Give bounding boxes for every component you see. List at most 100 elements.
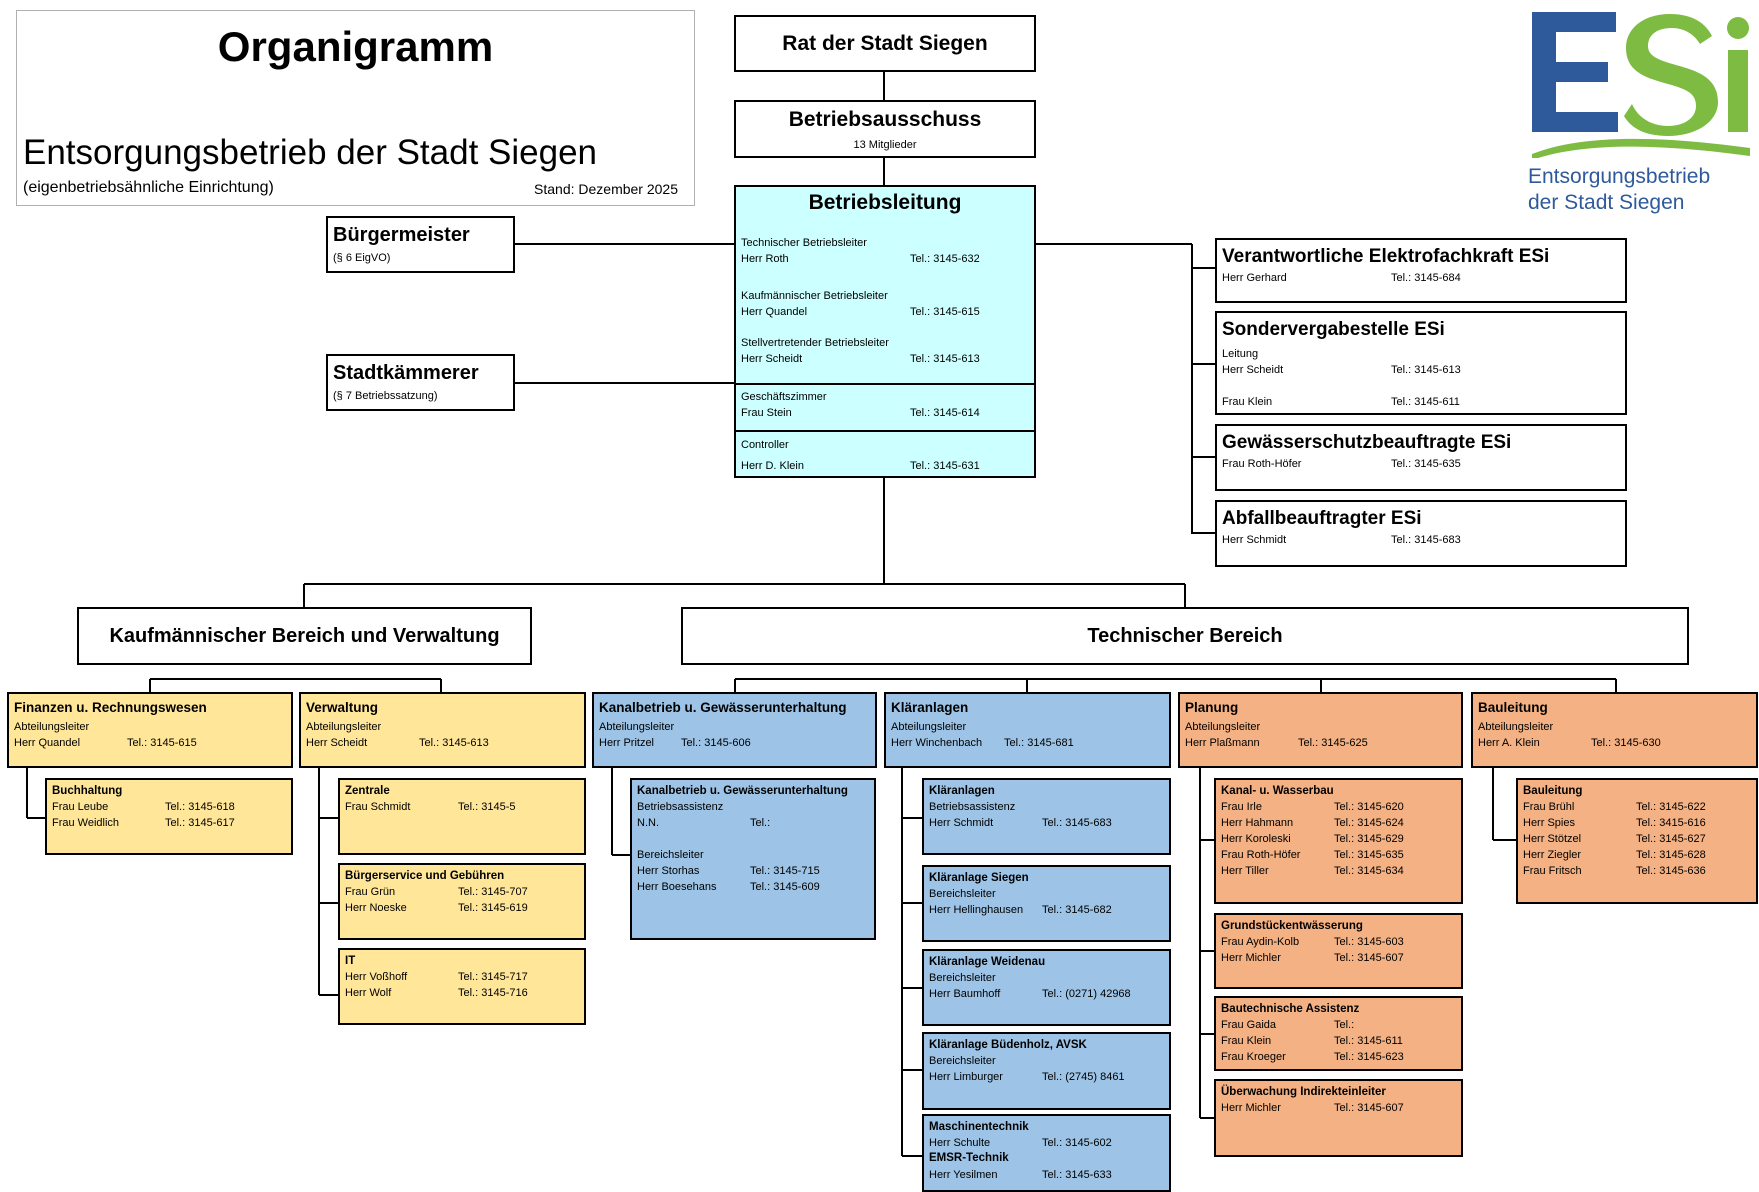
sub-unit-row-tel: Tel.: 3145-682 — [1042, 904, 1112, 916]
geschaeft-tel: Tel.: 3145-614 — [910, 407, 980, 419]
sub-unit-row-name: Bereichsleiter — [637, 849, 704, 861]
bereich-kaufmaennisch-title: Kaufmännischer Bereich und Verwaltung — [109, 624, 500, 647]
rat-title: Rat der Stadt Siegen — [782, 31, 988, 55]
department-head-name: Herr Quandel — [14, 737, 81, 749]
leitung-role: Kaufmännischer Betriebsleiter — [741, 290, 888, 302]
sub-unit-row-name: Frau Schmidt — [345, 801, 411, 813]
sub-unit-title: Überwachung Indirekteinleiter — [1221, 1086, 1386, 1098]
department-role: Abteilungsleiter — [891, 721, 967, 733]
leitung-tel: Tel.: 3145-632 — [910, 253, 980, 265]
elektrofachkraft-name: Herr Gerhard — [1222, 272, 1287, 284]
vergabestelle-tel-1: Tel.: 3145-613 — [1391, 364, 1461, 376]
sub-unit-row-tel: Tel.: 3145-624 — [1334, 817, 1404, 829]
department-head-tel: Tel.: 3145-625 — [1298, 737, 1368, 749]
department-head-name: Herr Plaßmann — [1185, 737, 1260, 749]
department-head-tel: Tel.: 3145-613 — [419, 737, 489, 749]
controller-tel: Tel.: 3145-631 — [910, 460, 980, 472]
chart-title: Organigramm — [217, 23, 494, 70]
sub-unit-row-tel: Tel.: 3415-616 — [1636, 817, 1706, 829]
separator-geschaeft — [736, 383, 1034, 385]
sub-unit-row-name: Herr Schmidt — [929, 817, 994, 829]
abfallbeauftragter-tel: Tel.: 3145-683 — [1391, 534, 1461, 546]
sub-unit-title: Zentrale — [345, 785, 390, 797]
department-title: Kanalbetrieb u. Gewässerunterhaltung — [599, 700, 847, 715]
sub-unit-row-tel: Tel.: 3145-5 — [458, 801, 516, 813]
sub-unit-title: Kläranlage Weidenau — [929, 956, 1046, 968]
sub-unit-row-name: Betriebsassistenz — [929, 801, 1016, 813]
sub-unit-row-tel: Tel.: 3145-628 — [1636, 849, 1706, 861]
sub-unit-row-tel: Tel.: 3145-634 — [1334, 865, 1404, 877]
geschaeft-role: Geschäftszimmer — [741, 391, 827, 403]
buergermeister-box: Bürgermeister (§ 6 EigVO) — [326, 216, 515, 273]
department-title: Kläranlagen — [891, 700, 969, 715]
sub-unit-row-name: Herr Hellinghausen — [929, 904, 1024, 916]
department-role: Abteilungsleiter — [306, 721, 382, 733]
org-note: (eigenbetriebsähnliche Einrichtung) — [23, 179, 274, 196]
sub-unit-row-name: N.N. — [637, 817, 659, 829]
elektrofachkraft-title: Verantwortliche Elektrofachkraft ESi — [1222, 246, 1550, 267]
sub-unit-row-name: Frau Gaida — [1221, 1019, 1277, 1031]
sub-unit-title: Kläranlage Siegen — [929, 872, 1029, 884]
leitung-name: Herr Scheidt — [741, 353, 803, 365]
sub-unit-row-tel: Tel.: 3145-622 — [1636, 801, 1706, 813]
sub-unit-row-tel: Tel.: 3145-707 — [458, 886, 528, 898]
vergabestelle-name-1: Herr Scheidt — [1222, 364, 1284, 376]
sub-unit-row-tel: Tel.: 3145-717 — [458, 971, 528, 983]
sub-unit-row-tel: Tel.: 3145-627 — [1636, 833, 1706, 845]
sub-unit-row-name: Herr Limburger — [929, 1071, 1003, 1083]
leitung-role: Stellvertretender Betriebsleiter — [741, 337, 889, 349]
department-head-name: Herr A. Klein — [1478, 737, 1540, 749]
department-role: Abteilungsleiter — [599, 721, 675, 733]
department-head-name: Herr Pritzel — [599, 737, 655, 749]
sub-unit-row-name: Frau Leube — [52, 801, 109, 813]
ausschuss-box: Betriebsausschuss 13 Mitglieder — [734, 100, 1036, 158]
leitung-tel: Tel.: 3145-613 — [910, 353, 980, 365]
department-role: Abteilungsleiter — [14, 721, 90, 733]
sub-unit-title: Bürgerservice und Gebühren — [345, 870, 505, 882]
sub-unit-row-name: Herr Voßhoff — [345, 971, 408, 983]
department-title: Finanzen u. Rechnungswesen — [14, 700, 207, 715]
department-head-tel: Tel.: 3145-630 — [1591, 737, 1661, 749]
sub-unit-row-tel: Tel.: 3145-635 — [1334, 849, 1404, 861]
buergermeister-sub: (§ 6 EigVO) — [333, 252, 391, 264]
sub-unit-row-tel: Tel.: — [1334, 1019, 1355, 1031]
separator-controller — [736, 430, 1034, 432]
leitung-name: Herr Quandel — [741, 306, 808, 318]
gewaesserschutz-tel: Tel.: 3145-635 — [1391, 458, 1461, 470]
sub-unit-row-tel: Tel.: 3145-617 — [165, 817, 235, 829]
sub-unit-row-name: Bereichsleiter — [929, 1055, 996, 1067]
sub-unit-row-tel: Tel.: 3145-603 — [1334, 936, 1404, 948]
stand-date: Stand: Dezember 2025 — [534, 181, 678, 197]
sub-unit-row-tel: Tel.: 3145-618 — [165, 801, 235, 813]
sub-unit-row-tel: Tel.: (0271) 42968 — [1042, 988, 1131, 1000]
sub-unit-row-tel: Tel.: 3145-620 — [1334, 801, 1404, 813]
sub-unit-row-tel: Tel.: 3145-636 — [1636, 865, 1706, 877]
vergabestelle-role: Leitung — [1222, 348, 1259, 360]
sub-unit-row-name: Frau Weidlich — [52, 817, 120, 829]
sub-unit-row-tel: Tel.: 3145-683 — [1042, 817, 1112, 829]
department-head-tel: Tel.: 3145-615 — [127, 737, 197, 749]
bereich-kaufmaennisch: Kaufmännischer Bereich und Verwaltung — [77, 607, 532, 665]
gewaesserschutz-title: Gewässerschutzbeauftragte ESi — [1222, 432, 1512, 453]
sub-unit-row-tel: Tel.: 3145-629 — [1334, 833, 1404, 845]
vergabestelle-box: Sondervergabestelle ESi Leitung Herr Sch… — [1215, 311, 1627, 415]
department-title: Planung — [1185, 700, 1239, 715]
controller-name: Herr D. Klein — [741, 460, 804, 472]
vergabestelle-name-2: Frau Klein — [1222, 396, 1273, 408]
sub-unit-row-name: Herr Stötzel — [1523, 833, 1582, 845]
sub-unit-row-name: Herr Baumhoff — [929, 988, 1001, 1000]
sub-unit-row-name: Frau Brühl — [1523, 801, 1575, 813]
sub-unit-row-name: Frau Irle — [1221, 801, 1262, 813]
sub-unit-row-name: Herr Schulte — [929, 1137, 991, 1149]
sub-unit-row-tel: Tel.: (2745) 8461 — [1042, 1071, 1125, 1083]
leitung-title: Betriebsleitung — [808, 191, 962, 214]
